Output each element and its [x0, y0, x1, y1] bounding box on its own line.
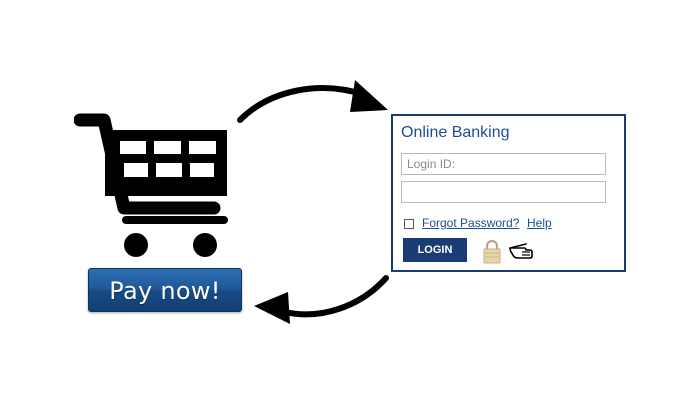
- password-field[interactable]: [401, 181, 606, 203]
- remember-checkbox[interactable]: [404, 219, 414, 229]
- pointing-hand-icon: [509, 243, 533, 259]
- curved-arrow-left-icon: [254, 275, 389, 324]
- forgot-password-link[interactable]: Forgot Password?: [422, 216, 520, 230]
- padlock-icon: [483, 239, 501, 264]
- curved-arrow-right-icon: [237, 80, 388, 123]
- help-link[interactable]: Help: [527, 216, 552, 230]
- online-banking-panel: Online Banking Forgot Password? Help LOG…: [391, 114, 626, 272]
- panel-title: Online Banking: [401, 124, 510, 141]
- login-id-field[interactable]: [401, 153, 606, 175]
- shopping-cart-icon: [74, 113, 228, 257]
- login-button[interactable]: LOGIN: [403, 238, 467, 262]
- pay-now-button[interactable]: Pay now!: [88, 268, 242, 312]
